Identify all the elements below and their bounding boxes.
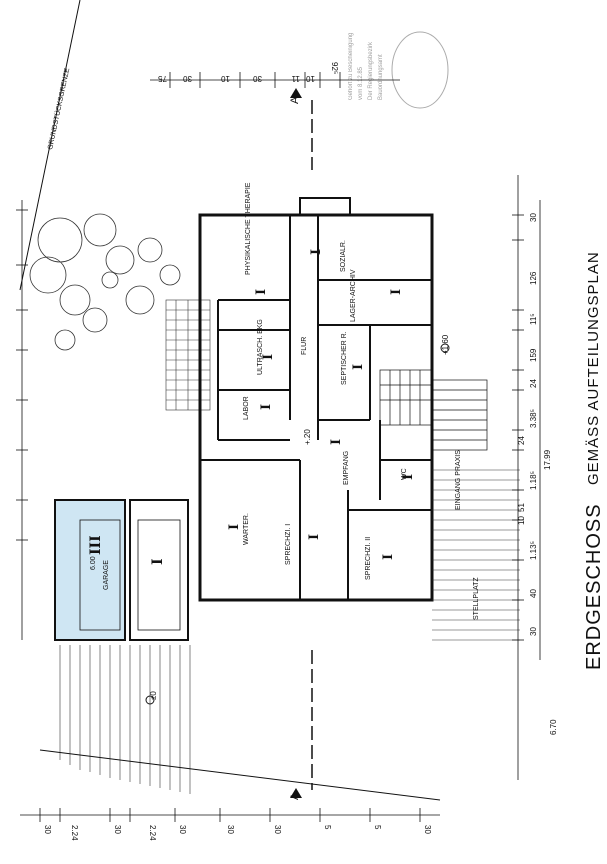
svg-text:92⁵: 92⁵ xyxy=(330,62,339,74)
svg-text:40: 40 xyxy=(529,589,538,598)
room-labels: PHYSIKALISCHE THERAPIE SOZIALR. LAGER-AR… xyxy=(90,182,408,590)
room-lager: LAGER-ARCHIV xyxy=(350,269,357,322)
room-sozialr: SOZIALR. xyxy=(340,240,347,272)
svg-text:11: 11 xyxy=(291,74,300,83)
svg-text:I: I xyxy=(150,558,166,565)
svg-text:III: III xyxy=(88,535,104,555)
svg-text:126: 126 xyxy=(529,271,538,285)
svg-text:30: 30 xyxy=(43,825,52,834)
svg-text:I: I xyxy=(254,289,269,295)
level-markers: +1.60 +.20 ±0 xyxy=(145,334,450,705)
svg-text:10: 10 xyxy=(221,74,230,83)
terrace-hatching xyxy=(165,299,211,411)
entrance-stair xyxy=(431,379,488,451)
property-boundary-line xyxy=(19,0,81,291)
svg-text:30: 30 xyxy=(529,213,538,222)
svg-text:6.70: 6.70 xyxy=(549,719,558,735)
svg-text:vom 8.12.85: vom 8.12.85 xyxy=(358,66,364,100)
svg-text:10: 10 xyxy=(517,516,526,525)
svg-text:Gehört zu Bescheinigung: Gehört zu Bescheinigung xyxy=(348,33,354,100)
section-marker-top: A xyxy=(289,88,313,170)
boundary-bottom xyxy=(39,749,441,801)
room-labor: LABOR xyxy=(243,396,250,420)
room-septisch: SEPTISCHER R. xyxy=(341,331,348,385)
room-ultrasch: ULTRASCH. EKG xyxy=(257,319,264,375)
right-dimension-labels: 30 126 11⁵ 159 24 3.38⁵ 24 1.18⁵ 51 10 1… xyxy=(517,213,558,735)
svg-text:1.18⁵: 1.18⁵ xyxy=(529,471,538,490)
svg-text:Bauordnungsamt: Bauordnungsamt xyxy=(378,54,384,100)
svg-text:I: I xyxy=(307,534,322,540)
svg-text:I: I xyxy=(309,249,324,255)
svg-text:I: I xyxy=(381,554,396,560)
page-subtitle: GEMÄSS AUFTEILUNGSPLAN xyxy=(585,251,602,485)
svg-text:I: I xyxy=(351,364,366,370)
svg-text:30: 30 xyxy=(113,825,122,834)
page-title: ERDGESCHOSS xyxy=(583,503,605,670)
svg-text:159: 159 xyxy=(529,348,538,362)
svg-text:30: 30 xyxy=(253,74,262,83)
svg-text:I: I xyxy=(389,289,404,295)
svg-text:30: 30 xyxy=(273,825,282,834)
approval-stamp: Gehört zu Bescheinigung vom 8.12.85 Der … xyxy=(348,31,449,109)
room-sprech2: SPRECHZI. II xyxy=(365,537,372,580)
svg-text:30: 30 xyxy=(183,74,192,83)
staircase xyxy=(379,369,433,426)
svg-text:11⁵: 11⁵ xyxy=(529,313,538,325)
svg-text:51: 51 xyxy=(517,503,526,512)
svg-text:30: 30 xyxy=(423,825,432,834)
building-walls xyxy=(198,197,434,602)
bottom-left-dimension-labels: 30 2.24 30 2.24 30 30 30 5 5 30 xyxy=(43,825,432,841)
svg-text:A: A xyxy=(289,96,301,104)
svg-text:I: I xyxy=(227,524,242,530)
svg-text:5: 5 xyxy=(323,825,332,830)
left-dimension-chain xyxy=(16,200,28,640)
trees xyxy=(29,213,181,351)
room-physio: PHYSIKALISCHE THERAPIE xyxy=(245,182,252,275)
svg-text:5: 5 xyxy=(373,825,382,830)
svg-text:1.13⁵: 1.13⁵ xyxy=(529,541,538,560)
svg-text:I: I xyxy=(401,474,416,480)
room-sprech1: SPRECHZI. I xyxy=(285,524,292,565)
room-flur: FLUR xyxy=(301,337,308,355)
top-dimension-chain xyxy=(150,72,400,88)
entrance-label: EINGANG PRAXIS xyxy=(455,450,462,510)
right-dimension-chain xyxy=(512,175,541,780)
section-marker-bottom: A xyxy=(289,650,313,800)
svg-text:2.24: 2.24 xyxy=(148,825,157,841)
garage-highlight xyxy=(54,499,126,641)
svg-text:+.20: +.20 xyxy=(303,429,312,445)
svg-text:I: I xyxy=(259,404,274,410)
room-empfang: EMPFANG xyxy=(343,451,350,485)
svg-text:±0: ±0 xyxy=(149,691,158,700)
svg-text:I: I xyxy=(329,439,344,445)
svg-text:24: 24 xyxy=(529,379,538,388)
bottom-dimension-chain xyxy=(20,808,440,822)
svg-text:24: 24 xyxy=(517,436,526,445)
svg-text:+1.60: +1.60 xyxy=(441,334,450,355)
room-garage: GARAGE xyxy=(103,560,110,590)
svg-text:I: I xyxy=(261,354,276,360)
svg-text:3.38⁵: 3.38⁵ xyxy=(529,409,538,428)
room-wc: WC xyxy=(401,468,408,480)
property-line-label: GRUNDSTÜCKSGRENZE xyxy=(46,67,71,150)
garage-width: 6.00 xyxy=(90,556,97,570)
driveway-hatching xyxy=(59,645,191,794)
top-dimension-labels: 92⁵ 10 11 30 10 30 75 xyxy=(158,62,339,83)
svg-text:A: A xyxy=(289,792,301,800)
parking-hatching xyxy=(432,469,520,641)
svg-text:30: 30 xyxy=(529,627,538,636)
parking-label: STELLPLATZ xyxy=(473,577,480,620)
room-warter: WARTER. xyxy=(243,513,250,545)
svg-text:10: 10 xyxy=(306,74,315,83)
svg-text:2.24: 2.24 xyxy=(70,825,79,841)
svg-text:17.99: 17.99 xyxy=(543,449,552,470)
svg-text:30: 30 xyxy=(226,825,235,834)
garage-car-bay xyxy=(129,499,189,641)
unit-symbols: I I I I I I I I I I I III I xyxy=(88,249,416,565)
svg-text:30: 30 xyxy=(178,825,187,834)
svg-text:75: 75 xyxy=(158,74,167,83)
svg-text:Der Regierungsbezirk: Der Regierungsbezirk xyxy=(368,41,374,100)
